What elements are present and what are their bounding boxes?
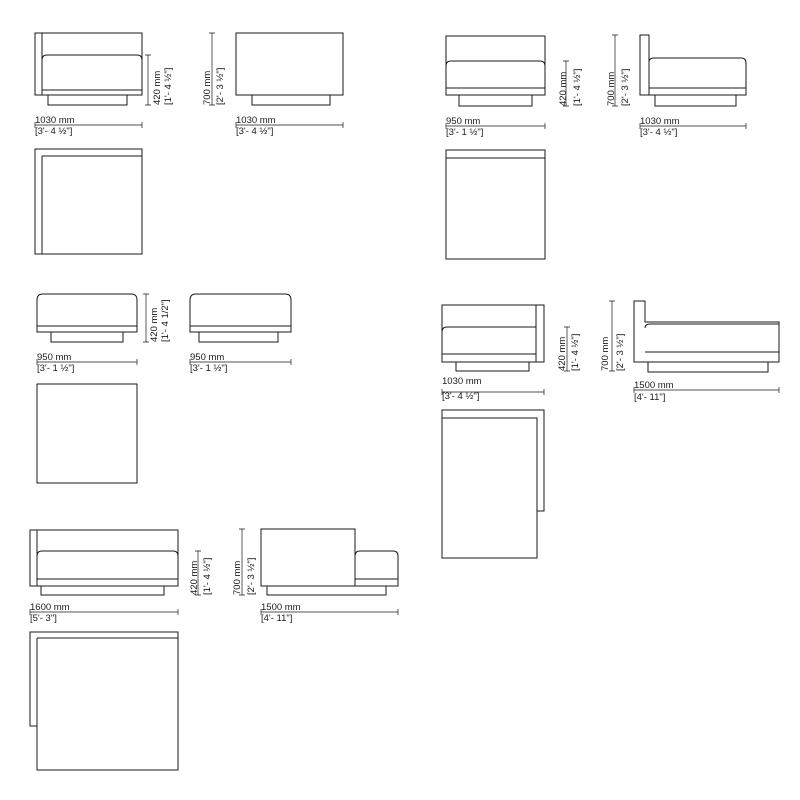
- module-4-seat-height-dimension: 420 mm [1'- 4 ½"]: [557, 326, 581, 372]
- module-1-height-in: [2'- 3 ½"]: [215, 68, 226, 105]
- module-2-side-view: [639, 34, 747, 107]
- module-3-width-dimension: 950 mm [3'- 1 ½"]: [36, 352, 138, 374]
- module-4-plan-view: [441, 409, 545, 559]
- module-4-front-view: [441, 304, 545, 372]
- module-2-seat-height-dimension: 420 mm [1'- 4 ½"]: [558, 60, 583, 107]
- module-1-side-view: [235, 32, 344, 106]
- module-5-side-view: [260, 528, 399, 596]
- module-2-seat-in: [1'- 4 ½"]: [572, 69, 583, 106]
- module-5-width-in: [5'- 3"]: [30, 613, 57, 624]
- module-5-seat-in: [1'- 4 ½"]: [202, 558, 213, 595]
- module-4-height-dimension: 700 mm [2'- 3 ½"]: [600, 300, 626, 372]
- module-1-width-mm: 1030 mm: [35, 115, 75, 126]
- module-5-side-width-dimension: 1500 mm [4'- 11"]: [260, 602, 399, 624]
- module-1-seat-in: [1'- 4 ½"]: [163, 68, 174, 105]
- module-2-width-mm: 950 mm: [446, 116, 480, 127]
- module-3-ottoman: 420 mm [1'- 4 1/2"] 950 mm [3'- 1 ½"] 95…: [36, 293, 292, 484]
- module-2-height-dimension: 700 mm [2'- 3 ½"]: [606, 34, 631, 107]
- module-5-width-dimension: 1600 mm [5'- 3"]: [29, 602, 179, 624]
- module-2-side-width-dimension: 1030 mm [3'- 4 ½"]: [639, 116, 747, 138]
- module-1-height-dimension: 700 mm [2'- 3 ½"]: [202, 32, 226, 106]
- module-3-side-width-dimension: 950 mm [3'- 1 ½"]: [189, 352, 292, 374]
- module-3-front-view: [36, 293, 138, 343]
- module-3-side-width-mm: 950 mm: [190, 352, 224, 363]
- module-1-width-dimension: 1030 mm [3'- 4 ½"]: [34, 115, 143, 137]
- module-5-height-dimension: 700 mm [2'- 3 ½"]: [232, 528, 257, 596]
- module-1-seat-mm: 420 mm: [152, 71, 163, 105]
- module-3-width-in: [3'- 1 ½"]: [37, 363, 74, 374]
- module-5-large-corner: 420 mm [1'- 4 ½"] 1600 mm [5'- 3"] 700 m…: [29, 528, 399, 771]
- module-4-width-in: [3'- 4 ½"]: [442, 391, 479, 402]
- module-4-seat-in: [1'- 4 ½"]: [570, 334, 581, 371]
- module-4-seat-mm: 420 mm: [557, 337, 568, 371]
- module-3-seat-height-dimension: 420 mm [1'- 4 1/2"]: [143, 293, 171, 343]
- module-3-side-width-in: [3'- 1 ½"]: [190, 363, 227, 374]
- module-2-width-in: [3'- 1 ½"]: [446, 127, 483, 138]
- module-4-side-width-dimension: 1500 mm [4'- 11"]: [633, 380, 780, 403]
- module-1-height-mm: 700 mm: [202, 71, 213, 105]
- module-3-seat-mm: 420 mm: [149, 308, 160, 342]
- module-4-width-dimension: 1030 mm [3'- 4 ½"]: [441, 376, 545, 402]
- module-5-plan-view: [29, 631, 179, 771]
- module-2-side-width-in: [3'- 4 ½"]: [640, 127, 677, 138]
- module-3-seat-in: [1'- 4 1/2"]: [160, 299, 171, 342]
- module-1-side-width-in: [3'- 4 ½"]: [236, 126, 273, 137]
- module-5-height-in: [2'- 3 ½"]: [246, 558, 257, 595]
- module-5-seat-mm: 420 mm: [189, 561, 200, 595]
- module-2-plan-view: [445, 149, 546, 260]
- module-5-side-width-mm: 1500 mm: [261, 602, 301, 613]
- module-4-height-mm: 700 mm: [600, 337, 611, 371]
- module-2-width-dimension: 950 mm [3'- 1 ½"]: [445, 116, 546, 138]
- module-1-side-width-dimension: 1030 mm [3'- 4 ½"]: [235, 115, 344, 137]
- module-1-front-view: [34, 32, 143, 106]
- module-4-side-width-in: [4'- 11"]: [634, 392, 665, 403]
- module-2-height-in: [2'- 3 ½"]: [620, 69, 631, 106]
- module-5-front-view: [29, 529, 179, 596]
- module-3-side-view: [189, 293, 292, 343]
- module-2-seat-mm: 420 mm: [558, 72, 569, 106]
- module-4-chaise: 420 mm [1'- 4 ½"] 1030 mm [3'- 4 ½"] 700…: [441, 300, 780, 559]
- module-4-height-in: [2'- 3 ½"]: [615, 334, 626, 371]
- module-1-corner: 420 mm [1'- 4 ½"] 1030 mm [3'- 4 ½"] 700…: [34, 32, 344, 255]
- module-4-side-view: [633, 300, 780, 373]
- module-1-width-in: [3'- 4 ½"]: [35, 126, 72, 137]
- module-1-side-width-mm: 1030 mm: [236, 115, 276, 126]
- module-2-side-width-mm: 1030 mm: [640, 116, 680, 127]
- module-5-seat-height-dimension: 420 mm [1'- 4 ½"]: [189, 550, 213, 596]
- module-3-plan-view: [36, 383, 138, 484]
- module-4-width-mm: 1030 mm: [442, 376, 482, 387]
- module-5-side-width-in: [4'- 11"]: [261, 613, 292, 624]
- module-2-height-mm: 700 mm: [606, 72, 617, 106]
- module-5-width-mm: 1600 mm: [30, 602, 70, 613]
- module-1-plan-view: [34, 148, 143, 255]
- module-4-side-width-mm: 1500 mm: [634, 380, 674, 391]
- module-5-height-mm: 700 mm: [232, 561, 243, 595]
- module-2-armless: 420 mm [1'- 4 ½"] 950 mm [3'- 1 ½"] 700 …: [445, 34, 747, 260]
- module-2-front-view: [445, 35, 546, 107]
- module-1-seat-height-dimension: 420 mm [1'- 4 ½"]: [145, 54, 174, 106]
- module-3-width-mm: 950 mm: [37, 352, 71, 363]
